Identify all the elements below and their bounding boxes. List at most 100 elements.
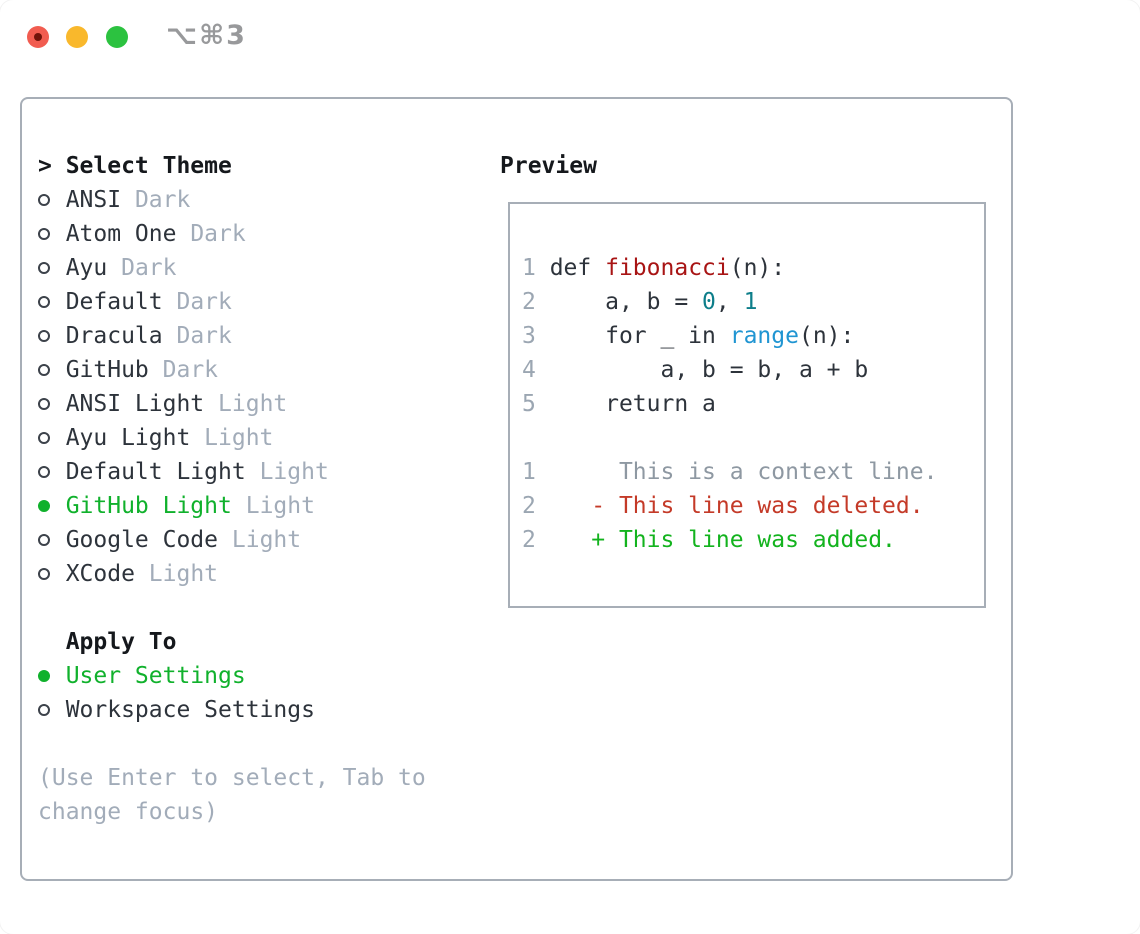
radio-unselected-icon xyxy=(38,557,66,591)
radio-unselected-icon xyxy=(38,421,66,455)
radio-unselected-icon xyxy=(38,183,66,217)
code-segment: , xyxy=(715,289,744,315)
theme-variant-tag: Dark xyxy=(190,221,246,247)
radio-unselected-icon xyxy=(38,455,66,489)
select-theme-header: >Select Theme xyxy=(38,149,440,183)
code-segment: a, b = xyxy=(535,289,703,315)
option-label: ANSI Light xyxy=(65,391,205,417)
help-text: (Use Enter to select, Tab to change focu… xyxy=(38,765,426,825)
radio-unselected-icon xyxy=(38,693,66,727)
option-label: Default xyxy=(65,289,163,315)
code-line: 1 This is a context line. xyxy=(522,455,984,489)
theme-variant-tag: Dark xyxy=(176,289,232,315)
code-segment: range xyxy=(729,323,799,349)
radio-unselected-icon xyxy=(38,319,66,353)
radio-unselected-icon xyxy=(38,285,66,319)
radio-unselected-icon xyxy=(38,217,66,251)
code-segment: def xyxy=(535,255,606,281)
theme-option[interactable]: Ayu Light Light xyxy=(38,421,440,455)
code-segment: (n): xyxy=(798,323,855,349)
radio-unselected-icon xyxy=(38,387,66,421)
option-label: Workspace Settings xyxy=(65,697,315,723)
theme-variant-tag: Light xyxy=(231,527,302,553)
theme-option[interactable]: GitHub Light Light xyxy=(38,489,440,523)
line-number: 4 xyxy=(522,357,536,383)
option-label: XCode xyxy=(65,561,135,587)
option-label: Dracula xyxy=(65,323,163,349)
code-segment: for _ in xyxy=(535,323,730,349)
code-segment: fibonacci xyxy=(605,255,730,281)
window-title: ⌥⌘3 xyxy=(166,20,247,51)
option-label: Google Code xyxy=(65,527,219,553)
line-number: 5 xyxy=(522,391,536,417)
theme-option[interactable]: Dracula Dark xyxy=(38,319,440,353)
apply-to-label: Apply To xyxy=(65,629,177,655)
code-segment: 1 xyxy=(743,289,758,315)
zoom-button[interactable] xyxy=(106,26,128,48)
code-segment: This is a context line. xyxy=(535,459,938,485)
code-line: 2 + This line was added. xyxy=(522,523,984,557)
theme-option[interactable]: Ayu Dark xyxy=(38,251,440,285)
code-segment: return a xyxy=(535,391,716,417)
option-label: Default Light xyxy=(65,459,246,485)
theme-option[interactable]: Default Light Light xyxy=(38,455,440,489)
option-label: User Settings xyxy=(65,663,246,689)
option-label: Atom One xyxy=(65,221,177,247)
option-label: Ayu Light xyxy=(65,425,191,451)
radio-selected-icon xyxy=(38,489,66,523)
apply-to-option[interactable]: Workspace Settings xyxy=(38,693,440,727)
option-label: Ayu xyxy=(65,255,108,281)
radio-selected-icon xyxy=(38,659,66,693)
option-label: ANSI xyxy=(65,187,122,213)
theme-variant-tag: Light xyxy=(148,561,219,587)
radio-unselected-icon xyxy=(38,251,66,285)
code-segment: + This line was added. xyxy=(535,527,896,553)
theme-option[interactable]: ANSI Dark xyxy=(38,183,440,217)
theme-variant-tag: Light xyxy=(259,459,329,485)
theme-option[interactable]: ANSI Light Light xyxy=(38,387,440,421)
code-line: 1 def fibonacci(n): xyxy=(522,251,984,285)
theme-variant-tag: Light xyxy=(204,425,274,451)
code-segment: a, b = b, a + b xyxy=(535,357,869,383)
select-theme-label: Select Theme xyxy=(65,153,232,179)
theme-variant-tag: Dark xyxy=(176,323,232,349)
line-number: 1 xyxy=(522,255,536,281)
line-number: 1 xyxy=(522,459,536,485)
theme-variant-tag: Dark xyxy=(134,187,191,213)
theme-option[interactable]: Atom One Dark xyxy=(38,217,440,251)
line-number: 3 xyxy=(522,323,536,349)
line-number: 2 xyxy=(522,289,536,315)
code-segment: - This line was deleted. xyxy=(535,493,924,519)
theme-option[interactable]: XCode Light xyxy=(38,557,440,591)
theme-option[interactable]: Google Code Light xyxy=(38,523,440,557)
code-line: 4 a, b = b, a + b xyxy=(522,353,984,387)
theme-option[interactable]: Default Dark xyxy=(38,285,440,319)
theme-variant-tag: Dark xyxy=(121,255,177,281)
theme-variant-tag: Dark xyxy=(162,357,219,383)
code-line: 3 for _ in range(n): xyxy=(522,319,984,353)
minimize-button[interactable] xyxy=(66,26,88,48)
code-segment: 0 xyxy=(702,289,716,315)
code-line: 2 a, b = 0, 1 xyxy=(522,285,984,319)
close-button[interactable] xyxy=(27,26,49,48)
preview-title: Preview xyxy=(500,153,597,179)
line-number: 2 xyxy=(522,527,536,553)
theme-option[interactable]: GitHub Dark xyxy=(38,353,440,387)
code-line xyxy=(522,421,984,455)
theme-variant-tag: Light xyxy=(245,493,315,519)
apply-to-header: Apply To xyxy=(38,625,440,659)
option-label: GitHub xyxy=(65,357,149,383)
code-segment: (n): xyxy=(729,255,786,281)
option-label: GitHub Light xyxy=(65,493,232,519)
code-line: 2 - This line was deleted. xyxy=(522,489,984,523)
apply-to-option[interactable]: User Settings xyxy=(38,659,440,693)
radio-unselected-icon xyxy=(38,523,66,557)
radio-unselected-icon xyxy=(38,353,66,387)
